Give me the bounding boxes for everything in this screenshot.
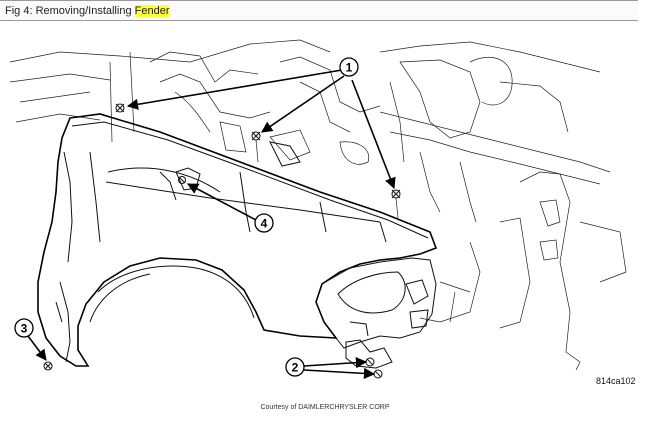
callout-4-label: 4 (261, 217, 268, 231)
reference-code: 814ca102 (596, 376, 636, 386)
nut-icon (365, 357, 375, 367)
callout-3-label: 3 (21, 322, 28, 336)
bolt-icon (115, 103, 125, 113)
figure-title: Fig 4: Removing/Installing Fender (5, 5, 170, 17)
figure-title-bar: Fig 4: Removing/Installing Fender (0, 0, 638, 21)
body-structure (9, 39, 627, 371)
bolt-icon (391, 189, 401, 219)
callout-1: 1 (126, 57, 396, 190)
figure-title-prefix: Fig 4: Removing/Installing (5, 5, 135, 17)
callout-4: 4 (187, 183, 274, 233)
callout-2: 2 (285, 357, 376, 380)
front-bracket (321, 257, 437, 369)
fender (37, 113, 438, 367)
bolt-icon (251, 131, 261, 163)
search-highlight: Fender (134, 5, 170, 17)
fasteners (43, 103, 401, 379)
fender-diagram: 1 2 3 4 (9, 39, 627, 380)
bolt-icon (43, 361, 53, 371)
callout-3: 3 (14, 318, 47, 361)
callout-1-label: 1 (346, 61, 353, 75)
image-credit: Courtesy of DAIMLERCHRYSLER CORP (260, 404, 390, 411)
nut-icon (373, 369, 383, 379)
bolt-icon (178, 176, 186, 184)
callout-2-label: 2 (292, 361, 299, 375)
